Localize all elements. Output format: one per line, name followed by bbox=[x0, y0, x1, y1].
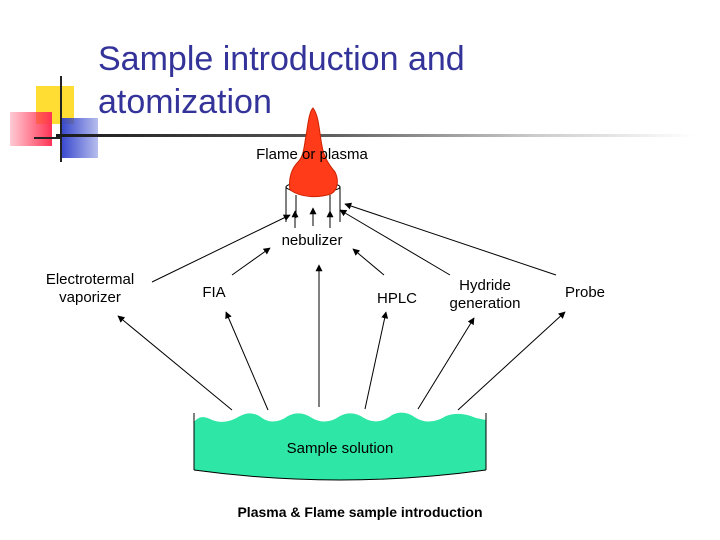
slide-title: Sample introduction and atomization bbox=[98, 40, 465, 121]
sample-solution-label: Sample solution bbox=[286, 440, 394, 457]
source-label-fia: FIA bbox=[202, 284, 226, 301]
source-label-probe: Probe bbox=[564, 284, 606, 301]
flame-shape bbox=[289, 107, 338, 198]
arrow-sample-to-etv bbox=[117, 315, 233, 411]
arrow-sample-to-fia bbox=[225, 311, 269, 411]
deco-vertical-line bbox=[60, 76, 62, 162]
deco-blue-square bbox=[60, 118, 98, 158]
arrow-sample-to-probe bbox=[457, 311, 566, 411]
flame-label: Flame or plasma bbox=[256, 146, 368, 163]
source-label-electrothermal-vaporizer: Electrotermal vaporizer bbox=[45, 271, 135, 306]
nebulizer-label: nebulizer bbox=[281, 232, 343, 249]
arrow-hplc-to-nebulizer bbox=[352, 248, 385, 276]
deco-horizontal-line bbox=[34, 137, 60, 139]
arrow-fia-to-nebulizer bbox=[231, 247, 271, 276]
arrow-etv-to-burner bbox=[151, 214, 291, 283]
deco-red-square bbox=[10, 112, 52, 146]
arrow-hydride-to-burner bbox=[339, 209, 451, 276]
arrow-sample-to-hydride bbox=[417, 317, 475, 410]
arrow-probe-to-burner bbox=[344, 202, 557, 276]
title-rule bbox=[56, 134, 696, 137]
arrow-sample-to-hplc bbox=[364, 311, 389, 410]
source-label-hydride-generation: Hydride generation bbox=[449, 277, 521, 312]
figure-caption: Plasma & Flame sample introduction bbox=[237, 504, 483, 520]
source-label-hplc: HPLC bbox=[376, 290, 417, 307]
sample-container bbox=[193, 412, 487, 481]
